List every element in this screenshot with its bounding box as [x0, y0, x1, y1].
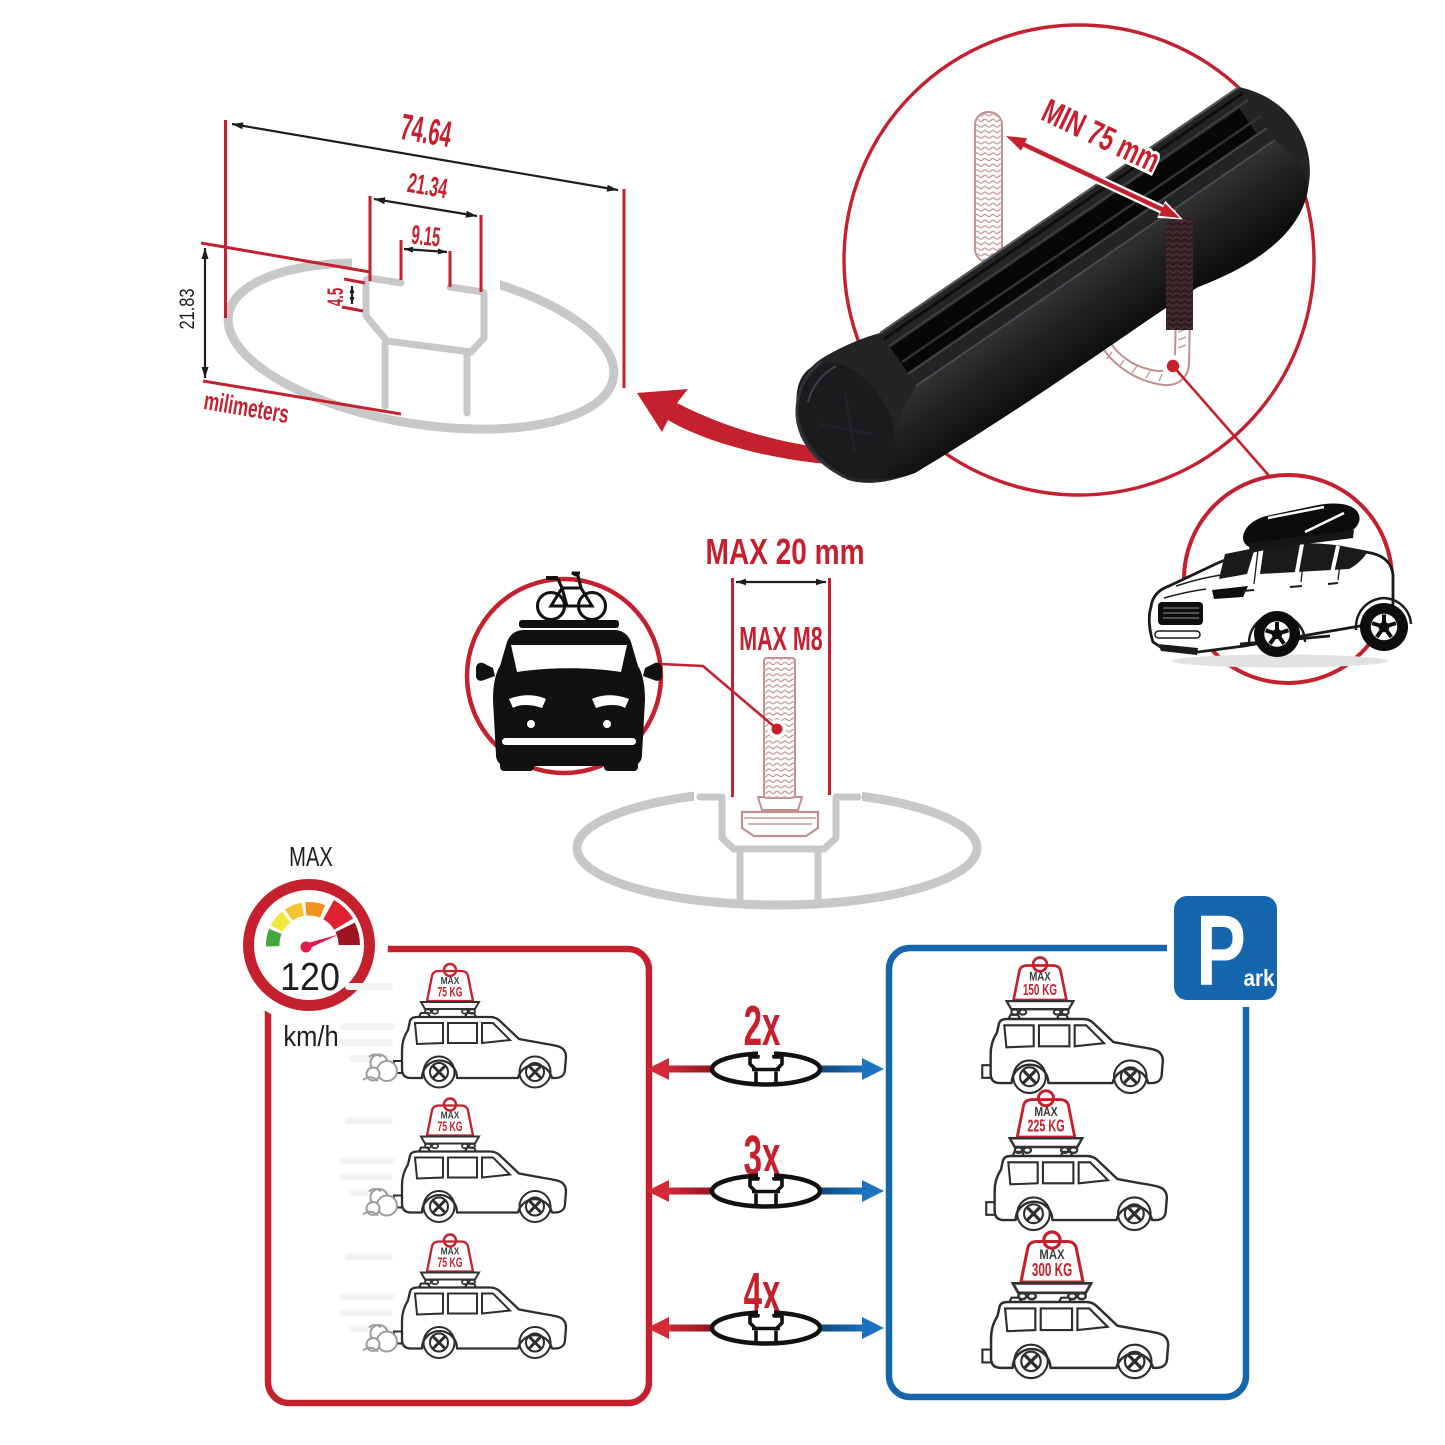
svg-text:150 KG: 150 KG [1023, 980, 1057, 998]
svg-text:74.64: 74.64 [397, 107, 454, 156]
svg-text:2x: 2x [744, 994, 781, 1058]
svg-text:120: 120 [280, 955, 340, 999]
svg-text:9.15: 9.15 [410, 219, 442, 253]
svg-text:MAX: MAX [1039, 1246, 1065, 1263]
svg-text:75 KG: 75 KG [437, 1255, 462, 1271]
svg-text:km/h: km/h [283, 1019, 338, 1052]
svg-text:MAX: MAX [1029, 971, 1051, 984]
svg-text:MAX: MAX [441, 975, 460, 987]
svg-text:75 KG: 75 KG [437, 1119, 462, 1135]
svg-text:MAX 20 mm: MAX 20 mm [705, 532, 864, 572]
svg-text:4.5: 4.5 [324, 288, 348, 306]
svg-text:P: P [1196, 894, 1246, 1006]
svg-text:225 KG: 225 KG [1027, 1117, 1064, 1136]
svg-text:MAX: MAX [441, 1246, 460, 1258]
svg-text:MAX: MAX [441, 1110, 460, 1122]
svg-text:ark: ark [1243, 965, 1275, 991]
svg-text:300 KG: 300 KG [1032, 1260, 1072, 1280]
svg-text:21.83: 21.83 [175, 289, 198, 330]
svg-text:MAX: MAX [289, 842, 333, 873]
svg-text:MAX M8: MAX M8 [739, 620, 822, 657]
svg-text:MAX: MAX [1034, 1104, 1057, 1119]
svg-text:75 KG: 75 KG [437, 984, 462, 1000]
svg-text:21.34: 21.34 [405, 166, 450, 204]
